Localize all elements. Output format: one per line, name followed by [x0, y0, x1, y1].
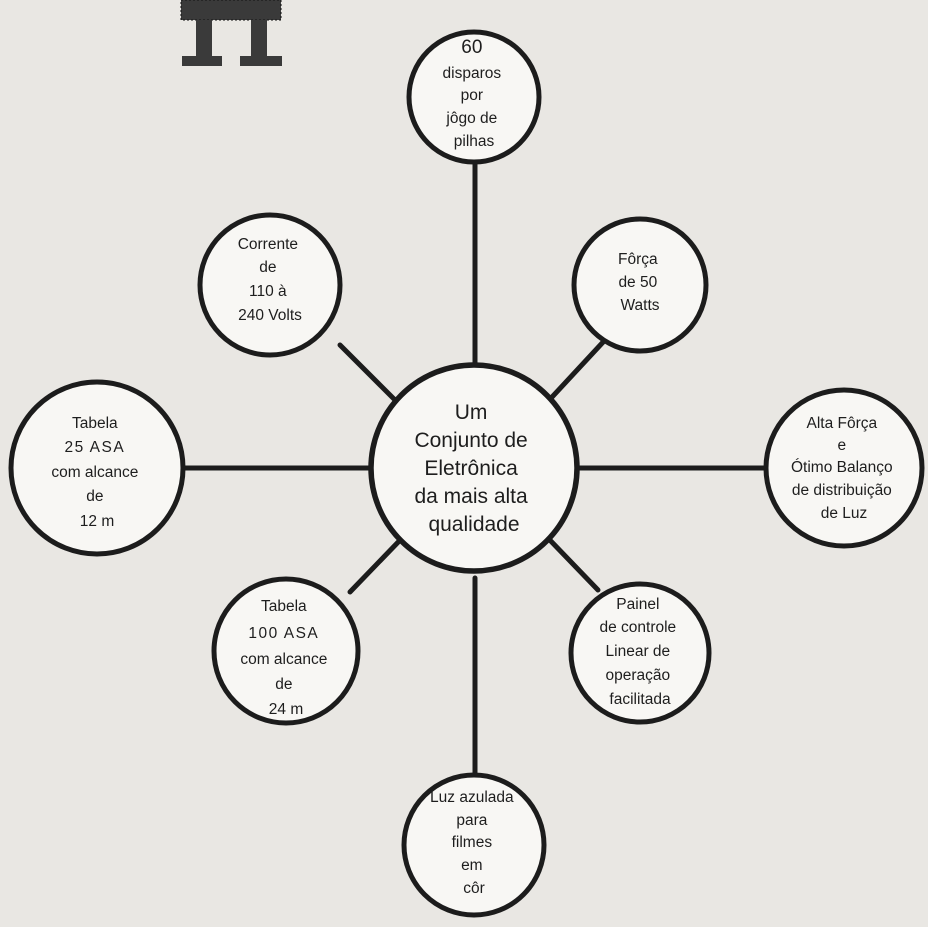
node-top-label: 60 disparos por jôgo de pilhas	[443, 37, 506, 150]
node-upper-left-circle	[197, 212, 343, 358]
node-lower-left-label: Tabela 100 ASA com alcance de 24 m	[240, 598, 331, 718]
node-bottom-circle	[401, 772, 547, 918]
spoke-lower-left	[347, 532, 408, 595]
node-lower-right-circle	[568, 581, 712, 725]
node-top-circle	[406, 29, 542, 165]
node-bottom-label: Luz azulada para filmes em côr	[430, 789, 518, 897]
spoke-lower-right	[542, 532, 601, 593]
center-label: Um Conjunto de Eletrônica da mais alta q…	[414, 401, 533, 536]
node-upper-right-circle	[571, 216, 709, 354]
node-lower-left-circle	[211, 576, 361, 726]
node-left-circle	[8, 379, 186, 557]
node-upper-right-label: Fôrça de 50 Watts	[618, 251, 662, 314]
node-right-circle	[763, 387, 925, 549]
node-upper-left-label: Corrente de 110 à 240 Volts	[238, 236, 303, 324]
camera-flash-illustration	[180, 0, 282, 66]
node-right-label: Alta Fôrça e Ótimo Balanço de distribuiç…	[791, 415, 897, 522]
node-left-label: Tabela 25 ASA com alcance de 12 m	[51, 415, 142, 530]
node-lower-right-label: Painel de controle Linear de operação fa…	[599, 596, 680, 708]
center-circle	[368, 362, 580, 574]
